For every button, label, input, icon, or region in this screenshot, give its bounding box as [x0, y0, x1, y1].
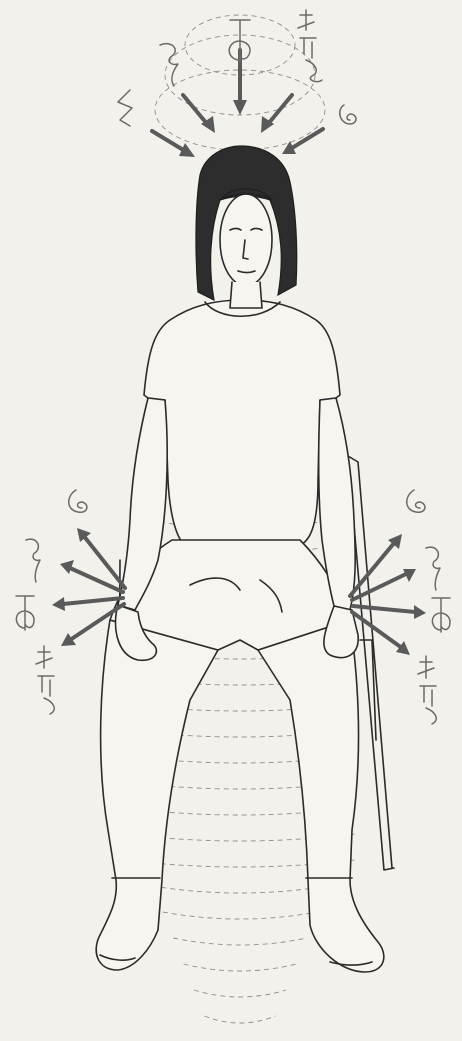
right-hand-arrows [350, 534, 426, 655]
cho-ku-rei-left [16, 596, 34, 630]
sei-he-ki-top-right [340, 105, 356, 124]
hon-sha-ze-sho-nen-left [36, 646, 54, 714]
energy-line [204, 1016, 275, 1023]
energy-line [184, 964, 297, 971]
energy-line [173, 938, 307, 945]
cho-ku-rei-left-upper [69, 490, 87, 512]
cho-ku-rei-right-upper [407, 490, 425, 512]
hon-sha-ze-sho-nen-right [418, 656, 436, 724]
sei-he-ki-left [26, 539, 40, 582]
torso [144, 300, 340, 545]
zigzag-left [118, 90, 132, 126]
cho-ku-rei-right [432, 598, 450, 632]
head [196, 146, 297, 308]
sei-he-ki-right [426, 547, 440, 590]
energy-line [152, 886, 327, 893]
cho-ku-rei-top [229, 20, 250, 62]
hon-sha-ze-sho-nen-top-right [298, 10, 322, 82]
legs [96, 620, 384, 972]
energy-line [163, 912, 317, 919]
energy-line [194, 990, 286, 997]
head-arrows [152, 50, 323, 157]
sei-he-ki-top-left [160, 44, 178, 86]
